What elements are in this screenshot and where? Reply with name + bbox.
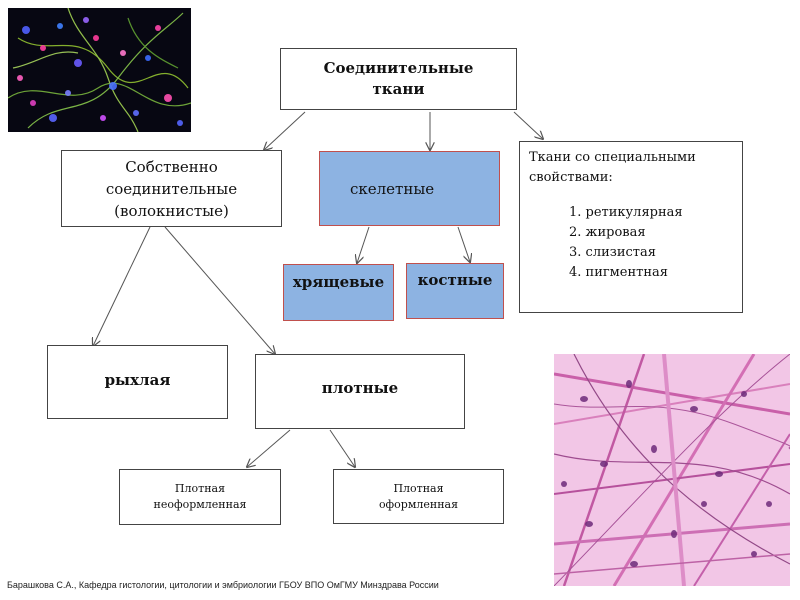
node-loose: рыхлая (47, 345, 228, 419)
arrow-dense-to-regular (329, 429, 355, 467)
node-special-title1: Ткани со специальными (529, 150, 696, 165)
node-skeletal-label: скелетные (350, 179, 435, 198)
loose-tissue-micrograph (554, 354, 790, 586)
special-item-pigment: 4. пигментная (569, 265, 668, 280)
node-bone: костные (406, 263, 504, 319)
node-dense-irregular-line2: неоформленная (153, 498, 247, 511)
arrow-skeletal-to-bone (457, 226, 470, 262)
node-special-properties: Ткани со специальными свойствами: 1. рет… (519, 141, 743, 313)
special-item-adipose: 2. жировая (569, 225, 646, 240)
node-special-title2: свойствами: (529, 170, 613, 185)
node-proper-line2: соединительные (105, 179, 238, 198)
node-cartilage-label: хрящевые (292, 273, 385, 291)
node-dense-irregular: Плотная неоформленная (119, 469, 281, 525)
arrow-skeletal-to-cartilage (357, 226, 370, 263)
node-proper-line1: Собственно (125, 157, 218, 176)
node-skeletal: скелетные (319, 151, 500, 226)
arrow-proper-to-dense (164, 226, 275, 354)
node-cartilage: хрящевые (283, 264, 394, 321)
arrow-dense-to-irregular (247, 429, 291, 467)
node-dense: плотные (255, 354, 465, 429)
node-dense-regular: Плотная оформленная (333, 469, 504, 524)
node-dense-regular-line1: Плотная (393, 481, 444, 495)
fluorescence-micrograph (8, 8, 191, 132)
node-connective-tissues-line2: ткани (372, 80, 425, 98)
node-proper-connective: Собственно соединительные (волокнистые) (61, 150, 282, 227)
node-proper-line3: (волокнистые) (114, 201, 229, 220)
special-item-mucous: 3. слизистая (569, 245, 656, 260)
node-connective-tissues-line1: Соединительные (323, 59, 474, 77)
node-loose-label: рыхлая (104, 371, 171, 389)
special-item-reticular: 1. ретикулярная (569, 205, 683, 220)
node-bone-label: костные (417, 271, 493, 289)
node-dense-label: плотные (321, 379, 399, 397)
arrow-root-to-proper (264, 111, 306, 150)
arrow-root-to-special (513, 111, 543, 139)
node-dense-irregular-line1: Плотная (174, 482, 226, 495)
footer-credit: Барашкова С.А., Кафедра гистологии, цито… (7, 580, 439, 590)
node-connective-tissues: Соединительные ткани (280, 48, 517, 110)
arrow-proper-to-loose (93, 226, 151, 346)
node-dense-regular-line2: оформленная (378, 497, 459, 511)
